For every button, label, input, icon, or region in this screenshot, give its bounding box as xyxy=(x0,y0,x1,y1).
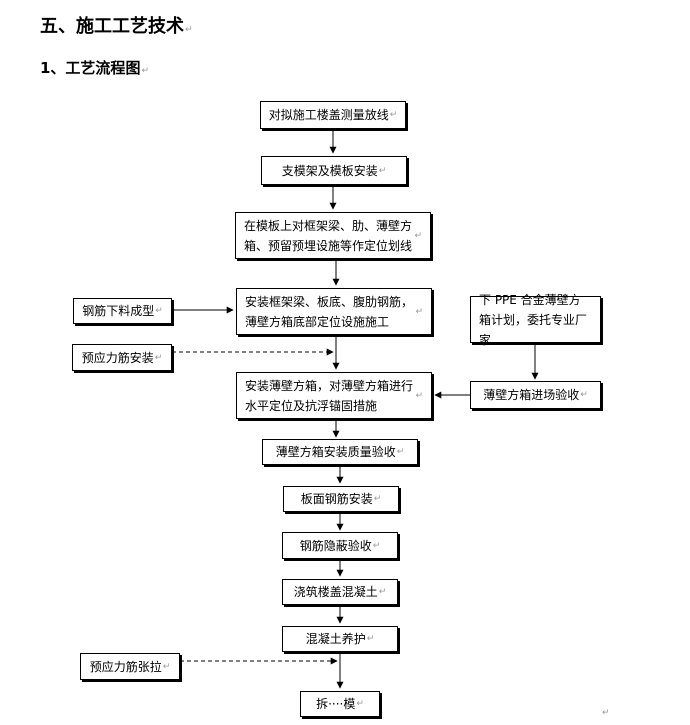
step-box-install: 安装薄壁方箱，对薄壁方箱进行水平定位及抗浮锚固措施↵ xyxy=(236,372,432,419)
section-heading: 五、施工工艺技术↵ xyxy=(40,16,193,37)
step-positioning-marking: 在模板上对框架梁、肋、薄壁方箱、预留预埋设施等作定位划线↵ xyxy=(235,212,431,259)
input-rebar-cutting: 钢筋下料成型↵ xyxy=(73,298,172,324)
step-slab-rebar-install: 板面钢筋安装↵ xyxy=(283,486,399,512)
input-box-procurement-plan: 下 PPE 合金薄壁方箱计划，委托专业厂家 xyxy=(470,293,601,347)
step-rebar-install: 安装框架梁、板底、腹肋钢筋，薄壁方箱底部定位设施施工↵ xyxy=(236,288,432,335)
step-pour-concrete: 浇筑楼盖混凝土↵ xyxy=(282,579,398,605)
subsection-heading: 1、工艺流程图↵ xyxy=(40,59,149,77)
step-concealed-inspection: 钢筋隐蔽验收↵ xyxy=(282,532,398,559)
input-prestress-tension: 预应力筋张拉↵ xyxy=(80,653,180,680)
paragraph-mark: ↵ xyxy=(602,708,610,718)
input-prestress-install: 预应力筋安装↵ xyxy=(72,344,172,371)
step-concrete-curing: 混凝土养护↵ xyxy=(282,626,398,652)
step-formwork-removal: 拆····模↵ xyxy=(300,691,380,717)
step-survey-layout: 对拟施工楼盖测量放线↵ xyxy=(260,101,406,129)
input-box-site-acceptance: 薄壁方箱进场验收↵ xyxy=(470,381,601,409)
step-box-quality-acceptance: 薄壁方箱安装质量验收↵ xyxy=(262,439,418,465)
step-formwork-install: 支模架及模板安装↵ xyxy=(261,156,407,185)
